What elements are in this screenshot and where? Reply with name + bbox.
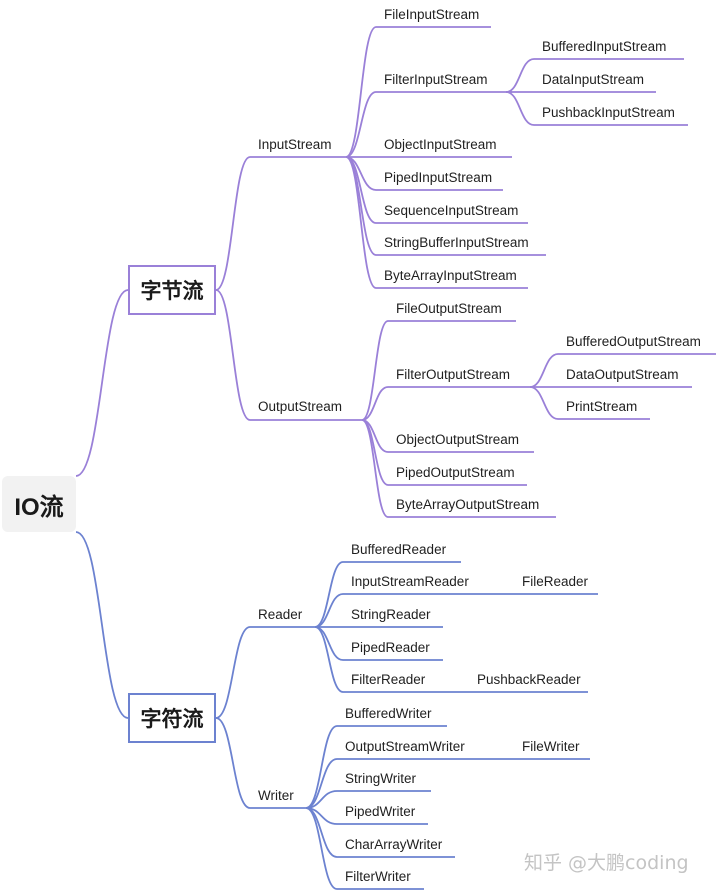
node-dataoutputstream[interactable]: DataOutputStream — [566, 367, 679, 382]
node-datainputstream[interactable]: DataInputStream — [542, 72, 645, 87]
node-outputstream[interactable]: OutputStream — [258, 399, 343, 414]
node-pipedreader[interactable]: PipedReader — [351, 640, 430, 655]
node-pushbackreader[interactable]: PushbackReader — [477, 672, 581, 687]
node-filewriter[interactable]: FileWriter — [522, 739, 580, 754]
node-fileinputstream[interactable]: FileInputStream — [384, 7, 480, 22]
node-bytearrayinputstream[interactable]: ByteArrayInputStream — [384, 268, 517, 283]
watermark: 知乎 @大鹏coding — [524, 852, 689, 874]
node-chararraywriter[interactable]: CharArrayWriter — [345, 837, 443, 852]
node-stringwriter[interactable]: StringWriter — [345, 771, 417, 786]
node-bytearrayoutputstream[interactable]: ByteArrayOutputStream — [396, 497, 540, 512]
node-pushbackinputstream[interactable]: PushbackInputStream — [542, 105, 675, 120]
node-stringreader[interactable]: StringReader — [351, 607, 431, 622]
root-node-io[interactable]: IO流 — [2, 476, 76, 532]
node-objectoutputstream[interactable]: ObjectOutputStream — [396, 432, 520, 447]
node-filteroutputstream[interactable]: FilterOutputStream — [396, 367, 511, 382]
node-pipedwriter[interactable]: PipedWriter — [345, 804, 416, 819]
node-printstream[interactable]: PrintStream — [566, 399, 638, 414]
node-writer[interactable]: Writer — [258, 788, 294, 803]
node-reader[interactable]: Reader — [258, 607, 303, 622]
node-outputstreamwriter[interactable]: OutputStreamWriter — [345, 739, 465, 754]
node-inputstreamreader[interactable]: InputStreamReader — [351, 574, 469, 589]
node-sequenceinputstream[interactable]: SequenceInputStream — [384, 203, 519, 218]
node-pipedoutputstream[interactable]: PipedOutputStream — [396, 465, 515, 480]
category-byte-stream[interactable]: 字节流 — [128, 265, 216, 315]
node-filterwriter[interactable]: FilterWriter — [345, 869, 411, 884]
node-bufferedoutputstream[interactable]: BufferedOutputStream — [566, 334, 701, 349]
node-filterreader[interactable]: FilterReader — [351, 672, 426, 687]
node-bufferedreader[interactable]: BufferedReader — [351, 542, 447, 557]
node-inputstream[interactable]: InputStream — [258, 137, 332, 152]
node-pipedinputstream[interactable]: PipedInputStream — [384, 170, 493, 185]
node-filterinputstream[interactable]: FilterInputStream — [384, 72, 488, 87]
node-bufferedinputstream[interactable]: BufferedInputStream — [542, 39, 667, 54]
node-bufferedwriter[interactable]: BufferedWriter — [345, 706, 432, 721]
node-filereader[interactable]: FileReader — [522, 574, 589, 589]
node-fileoutputstream[interactable]: FileOutputStream — [396, 301, 502, 316]
node-objectinputstream[interactable]: ObjectInputStream — [384, 137, 497, 152]
category-char-stream[interactable]: 字符流 — [128, 693, 216, 743]
node-stringbufferinputstream[interactable]: StringBufferInputStream — [384, 235, 529, 250]
